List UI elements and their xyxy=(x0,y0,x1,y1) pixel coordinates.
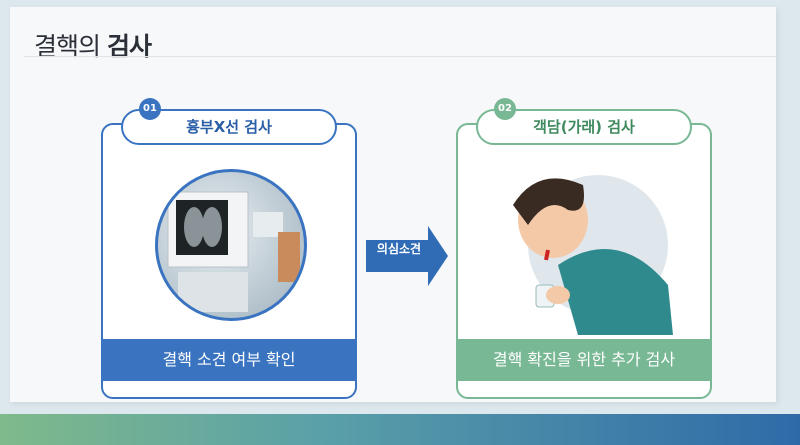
title-divider xyxy=(24,56,776,57)
footer-band xyxy=(0,414,800,445)
coughing-person-illustration xyxy=(513,175,673,335)
step-caption: 결핵 소견 여부 확인 xyxy=(103,339,355,381)
connector-label: 의심소견 xyxy=(376,242,422,256)
step-label: 흉부X선 검사 xyxy=(121,109,337,145)
page-title: 결핵의 검사 xyxy=(34,27,152,63)
step-number: 01 xyxy=(139,98,161,120)
step-sputum-test: 객담(가래) 검사 02 결핵 확진을 위한 추가 검사 xyxy=(456,98,712,399)
step-chest-xray: 흉부X선 검사 01 결핵 소견 여부 확인 xyxy=(101,98,357,399)
connector-arrow: 의심소견 xyxy=(366,226,448,290)
step-caption: 결핵 확진을 위한 추가 검사 xyxy=(458,339,710,381)
step-number: 02 xyxy=(494,98,516,120)
xray-photo xyxy=(155,169,307,321)
xray-monitor-icon xyxy=(167,191,300,312)
